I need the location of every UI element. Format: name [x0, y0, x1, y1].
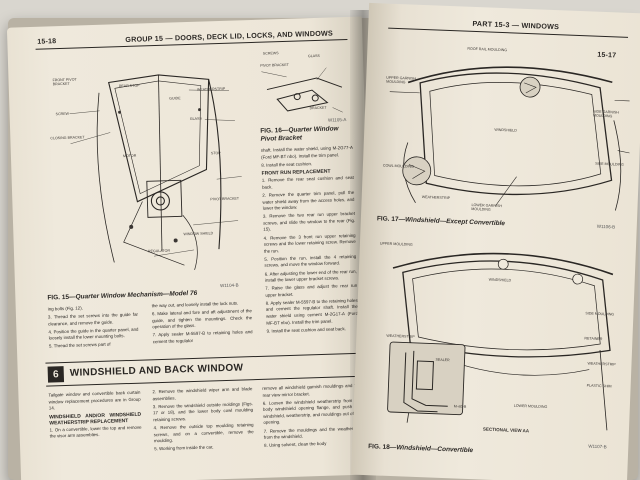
paragraph: 7. Remove the mouldings and the weathers… [263, 425, 362, 440]
paragraph: 8. Using solvent, clean the body [264, 441, 327, 449]
right-page-number: 15-17 [597, 51, 617, 60]
paragraph: 5. Position the run, install the 4 retai… [264, 253, 357, 269]
left-col3-text: shaft. Install the water shield, using M… [261, 145, 359, 337]
fig18-code: W1107-B [588, 443, 607, 450]
section-col3-text: remove all windshield garnish mouldings … [262, 383, 362, 451]
section-number: 6 [47, 366, 65, 383]
fig15-caption: FIG. 15—Quarter Window Mechanism—Model 7… [47, 290, 197, 302]
fig16-caption-number: FIG. 16 [260, 127, 283, 135]
fig17-label-2: UPPER GARNISH MOULDING [386, 75, 417, 85]
fig15-label-1: FRONT PIVOT BRACKET [52, 77, 77, 87]
fig15-code: W1104-B [220, 282, 239, 289]
paragraph: 9. Install the seat cushion and seat bac… [266, 325, 346, 334]
fig16-code: W1105-A [327, 117, 347, 123]
paragraph: 5. Thread the set screws part of [48, 342, 111, 349]
paragraph: 3. Remove the two rear run upper bracket… [262, 211, 356, 233]
quarter-window-mechanism-drawing [69, 74, 242, 271]
paragraph: 7. Raise the glass and adjust the rear r… [265, 283, 358, 298]
windshield-convertible-drawing [387, 252, 614, 431]
section-title: WINDSHIELD AND BACK WINDOW [69, 362, 244, 379]
figure-16-illustration [256, 47, 353, 120]
fig15-caption-number: FIG. 15 [47, 293, 70, 302]
paragraph: shaft. Install the water shield, using M… [260, 144, 353, 160]
fig15-caption-text: —Quarter Window Mechanism—Model 76 [68, 289, 198, 301]
fig17-code: W1106-B [596, 223, 616, 230]
paragraph: 1. Remove the rear seat cushion and seat… [261, 175, 354, 190]
left-running-head: GROUP 15 — DOORS, DECK LID, LOCKS, AND W… [125, 28, 334, 44]
paragraph: remove all windshield garnish mouldings … [262, 382, 361, 398]
figure-17-illustration [375, 51, 633, 226]
paragraph: 1. On a convertible, lower the top and r… [49, 424, 142, 439]
paragraph: 8. Apply sealer M-5597-B to the retainin… [265, 297, 359, 326]
right-page: PART 15-3 — Windows 15-17 [351, 2, 640, 480]
left-col1-text: ing bolts (Fig. 12). 3. Thread the set s… [48, 304, 139, 352]
fig18-caption-text: —Windshield—Convertible [389, 443, 474, 455]
paragraph: 3. Thread the set screws into the guide … [47, 311, 139, 327]
paragraph: 7. Apply sealer M-5597-B to retaining ho… [152, 329, 253, 345]
paragraph: 6. Loosen the windshield weatherstrip fr… [262, 397, 362, 426]
fig18-caption: FIG. 18—Windshield—Convertible [368, 443, 473, 454]
paragraph: 2. Remove the quarter trim panel, pull t… [262, 189, 355, 211]
paragraph: Tailgate window and convertible back cur… [48, 389, 141, 411]
paragraph: 6. Make lateral and fore and aft adjustm… [151, 308, 253, 330]
paragraph: 5. Working from inside the car, [154, 444, 214, 452]
paragraph: 6. After adjusting the lower end of the … [264, 268, 357, 283]
pivot-bracket-drawing [261, 67, 343, 113]
section-col1-text: Tailgate window and convertible back cur… [48, 390, 142, 442]
fig17-label-7: LOWER GARNISH MOULDING [471, 202, 503, 212]
section-header: 6 WINDSHIELD AND BACK WINDOW [45, 352, 359, 387]
paragraph: 4. Position the guide in the quarter pan… [48, 326, 139, 341]
figure-18-illustration [366, 231, 626, 447]
figure-15-illustration [38, 48, 255, 286]
left-page-number: 15-18 [37, 38, 57, 46]
right-running-head: PART 15-3 — Windows [472, 18, 560, 32]
fig17-caption-number: FIG. 17 [376, 215, 399, 224]
left-page: 15-18 GROUP 15 — DOORS, DECK LID, LOCKS,… [6, 16, 377, 480]
left-col2-text: the way out, and loosely install the loc… [152, 300, 253, 347]
fig18-caption-number: FIG. 18 [367, 443, 390, 451]
fig17-label-3: SIDE GARNISH MOULDING [592, 109, 619, 119]
fig16-caption: FIG. 16—Quarter Window Pivot Bracket [260, 125, 355, 144]
paragraph: 3. Remove the windshield outside molding… [152, 400, 254, 423]
paragraph: 4. Remove the outside top moulding retai… [153, 422, 254, 444]
paragraph: 2. Remove the windshield wiper arm and b… [152, 386, 253, 401]
fig17-label-1: ROOF RAIL MOULDING [467, 46, 508, 53]
paragraph: 4. Remove the 3 front run upper retainin… [263, 232, 356, 254]
section-col2-text: 2. Remove the windshield wiper arm and b… [152, 386, 254, 454]
windshield-except-convertible-drawing [389, 66, 630, 211]
